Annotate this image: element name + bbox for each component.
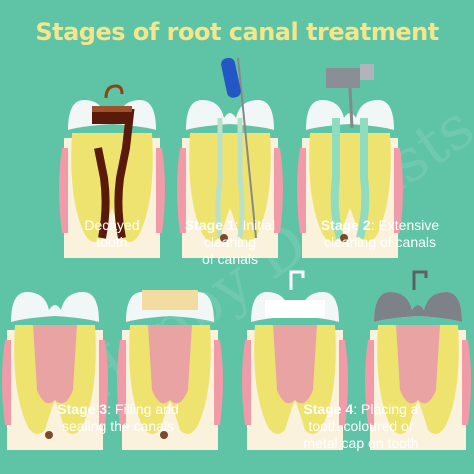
tooth-stage-2 xyxy=(297,64,403,258)
tooth-stage-4a xyxy=(242,270,348,450)
label-decayed-line2: tooth xyxy=(96,234,128,250)
label-stage-4-bold: Stage 4 xyxy=(303,401,354,417)
label-stage-1-line3: of canals xyxy=(201,251,259,267)
tooth-stage-4b xyxy=(365,270,471,450)
label-stage-4-line1: Stage 4: Placing a xyxy=(286,401,436,418)
label-stage-3-line2: sealing the canals xyxy=(61,418,175,434)
label-stage-1-text: : Initial xyxy=(234,217,276,233)
label-stage-2-line1: Stage 2: Extensive xyxy=(296,217,464,234)
label-decayed: Decayed tooth xyxy=(72,217,152,251)
label-stage-1: Stage 1: Initial cleaning of canals xyxy=(180,217,280,268)
label-decayed-line1: Decayed xyxy=(84,217,140,233)
label-stage-4-line3: metal cap on tooth xyxy=(303,435,419,451)
tooth-stage-3b xyxy=(117,290,223,450)
label-stage-4: Stage 4: Placing a tooth coloured or met… xyxy=(286,401,436,452)
label-stage-1-line1: Stage 1: Initial xyxy=(180,217,280,234)
label-stage-3-line1: Stage 3: Filling and xyxy=(38,401,198,418)
label-stage-3-bold: Stage 3 xyxy=(57,401,108,417)
label-stage-2-line2: cleaning of canals xyxy=(323,234,437,250)
tooth-decayed xyxy=(59,84,165,258)
tooth-stage-3a xyxy=(2,292,108,450)
label-stage-4-text: : Placing a xyxy=(353,401,419,417)
label-stage-3: Stage 3: Filling and sealing the canals xyxy=(38,401,198,435)
label-stage-2: Stage 2: Extensive cleaning of canals xyxy=(296,217,464,251)
label-stage-2-bold: Stage 2 xyxy=(320,217,371,233)
label-stage-3-text: : Filling and xyxy=(107,401,179,417)
label-stage-4-line2: tooth coloured or xyxy=(308,418,414,434)
label-stage-1-bold: Stage 1 xyxy=(184,217,235,233)
tooth-stage-1 xyxy=(177,57,283,258)
page-title: Stages of root canal treatment xyxy=(35,18,439,46)
label-stage-2-text: : Extensive xyxy=(370,217,440,233)
label-stage-1-line2: cleaning xyxy=(203,234,257,250)
